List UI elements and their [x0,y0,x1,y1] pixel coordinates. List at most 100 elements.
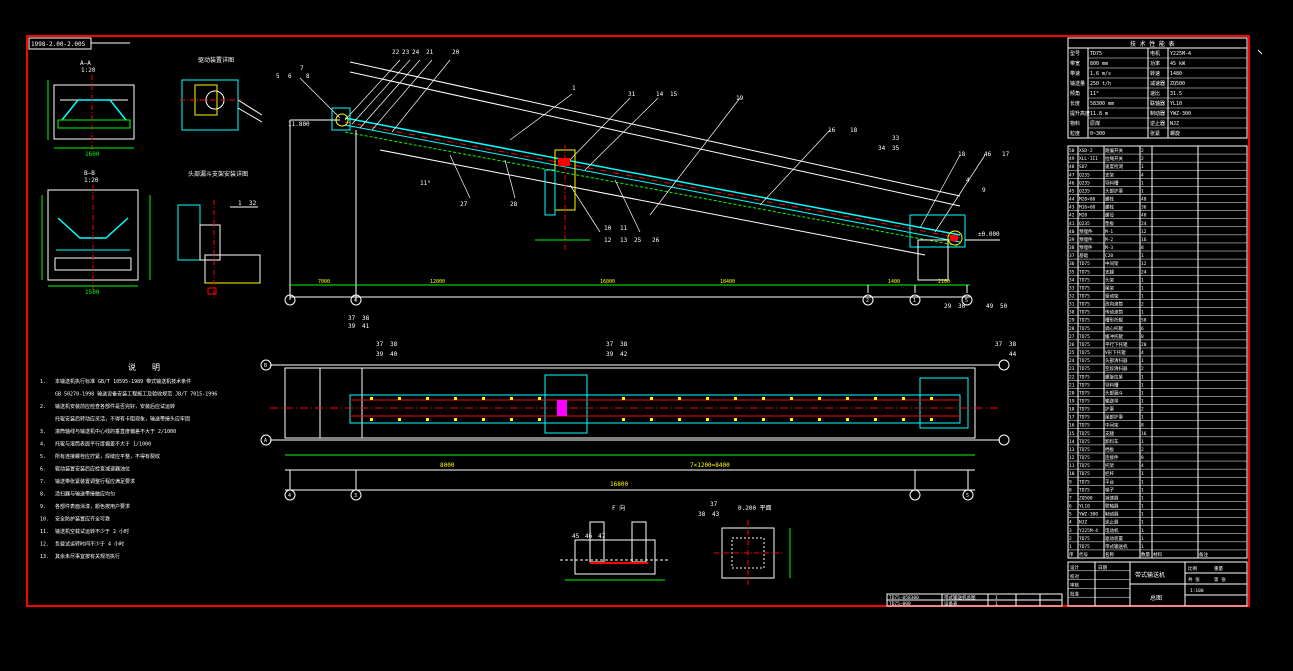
side-part-number: 25 [634,237,642,244]
grid-bubble [260,359,272,371]
plan-idler-markers [370,397,933,421]
parts-cell: TD75 [1079,334,1090,340]
side-part-number: 30 [958,303,966,310]
parts-cell: 1 [1141,544,1144,550]
plan-part-number: 42 [620,351,628,358]
idler-marker [874,418,877,421]
parts-cell: 1 [1141,439,1144,445]
grid-bubble [284,294,296,306]
side-dim: 18400 [720,279,735,285]
idler-marker [678,418,681,421]
side-part-number: 34 [878,145,886,152]
plan-part-number: 39 [376,351,384,358]
side-part-number: 27 [460,201,468,208]
parts-cell: 带式输送机 [1105,543,1128,550]
side-part-number: 5 [276,73,280,80]
parts-cell: TD75 [1079,285,1090,291]
note-number: 3. [40,429,46,435]
tech-cell: 粒度 [1070,130,1080,137]
parts-cell: 34 [1069,277,1075,283]
parts-cell: ZQ500 [1079,495,1093,501]
idler-marker [370,397,373,400]
parts-cell: 头部护罩 [1105,187,1123,194]
idler-marker [398,418,401,421]
parts-cell: 螺栓 [1105,204,1114,211]
parts-cell: 头部漏斗 [1105,389,1123,396]
parts-cell: M20 [1079,213,1087,219]
parts-cell: 驱动架 [1105,292,1119,299]
note-text: 托辊安装后转动应灵活，不得有卡阻现象，输送带接头应牢固 [55,416,190,423]
note-text: 清扫器与输送带接触应均匀 [55,491,115,498]
parts-cell: 支腿 [1105,430,1114,437]
title-block-cell: 设计 [1070,564,1079,571]
parts-cell: 制动器 [1105,511,1119,518]
tech-cell: 减速器 [1150,80,1165,87]
idler-marker [930,418,933,421]
title-block: 带式输送机 总图 设计校对审核批准日期比例重量共 张第 张1:100 [1067,561,1248,607]
parts-cell: 20 [1141,342,1147,348]
parts-cell: 4 [1069,520,1072,526]
parts-cell: 2 [1141,447,1144,453]
side-part-number: 31 [628,91,636,98]
parts-cell: 48 [1141,213,1147,219]
idler-marker [622,397,625,400]
head-end: 11.800 [288,107,357,300]
note-number: 2. [40,404,46,410]
idler-marker [454,418,457,421]
parts-cell: 1 [1141,180,1144,186]
side-part-number: 19 [736,95,744,102]
parts-cell: TD75 [1079,463,1090,469]
parts-cell: 7 [1069,495,1072,501]
tech-cell: 功率 [1150,60,1160,67]
plan-part-number: 40 [390,351,398,358]
note-number: 8. [40,492,46,498]
f-view: F 向 45 46 47 [560,504,670,581]
side-part-number: 22 [392,49,400,56]
drawing-frame [26,35,1250,607]
parts-cell: 拉绳开关 [1105,155,1123,162]
parts-cell: C20 [1105,253,1113,259]
parts-cell: 护罩 [1105,406,1114,413]
side-part-number: 15 [670,91,678,98]
ref-row1-name: 带式输送机总图 [944,594,976,601]
section-bb-view: B—B 1:20 1500 [41,170,151,296]
parts-cell: TD75 [1079,269,1090,275]
tech-cell: YWZ-300 [1170,111,1191,117]
parts-cell: TD75 [1079,366,1090,372]
idler-marker [510,418,513,421]
bracket-detail-title: 头部漏斗支架安装详图 [188,170,248,178]
parts-cell: 联轴器 [1105,503,1119,510]
side-part-number: 16 [828,127,836,134]
tech-cell: 1.6 m/s [1090,71,1111,77]
tech-cell: 250 t/h [1090,81,1111,87]
parts-cell: TD75 [1079,544,1090,550]
parts-cell: 32 [1069,293,1075,299]
note-text: 输送机空载试运转不少于 2 小时 [55,528,129,535]
idler-marker [678,397,681,400]
parts-cell: 25 [1069,350,1075,356]
parts-cell: 13 [1069,447,1075,453]
stamp-box: 1998-2.00-2.00S [28,37,130,50]
idler-marker [510,397,513,400]
parts-cell: Q235 [1079,188,1090,194]
idler-marker [734,418,737,421]
parts-cell: TD75 [1079,358,1090,364]
belt-lines [344,61,961,256]
side-part-number: 33 [892,135,900,142]
note-text: 滚筒轴线与输送机中心线的垂直度偏差不大于 2/1000 [55,428,176,435]
side-part-number: 4 [966,177,970,184]
side-part-number: 6 [288,73,292,80]
side-part-number: 49 [986,303,994,310]
parts-cell: 连接件 [1105,454,1119,461]
idler-marker [426,397,429,400]
parts-cell: 1 [1141,471,1144,477]
grid-bubble-label: 4 [354,298,357,304]
parts-cell: 1 [1141,188,1144,194]
stamp-text: 1998-2.00-2.00S [31,41,86,48]
parts-cell: 跑偏开关 [1105,147,1123,154]
parts-cell: TD75 [1079,293,1090,299]
title-block-cell: 审核 [1070,582,1079,589]
